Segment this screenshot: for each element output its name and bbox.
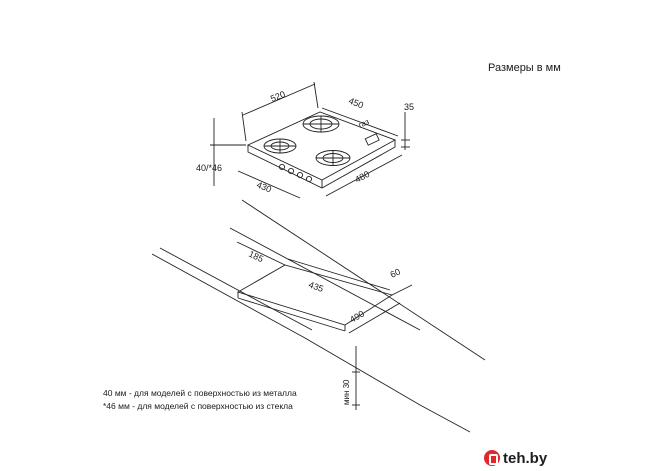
burner-back — [302, 115, 340, 133]
dim-435: 435 — [307, 279, 325, 294]
units-title: Размеры в мм — [488, 62, 561, 74]
burner-right — [315, 150, 351, 166]
note-metal: 40 мм - для моделей с поверхностью из ме… — [103, 388, 297, 398]
countertop-edge — [151, 253, 471, 433]
dim-185: 185 — [247, 249, 265, 264]
gas-label: газ — [357, 117, 371, 130]
dim-480: 480 — [353, 169, 371, 185]
dim-40-46: 40/*46 — [196, 163, 222, 173]
gas-connector — [364, 133, 380, 146]
dim-520: 520 — [269, 89, 287, 104]
dim-490: 490 — [348, 309, 366, 325]
dim-430: 430 — [255, 180, 273, 195]
dim-450: 450 — [347, 96, 365, 111]
dim-min-30: мин 30 — [342, 379, 351, 405]
note-glass: *46 мм - для моделей с поверхностью из с… — [103, 401, 293, 411]
teh-logo-icon — [484, 450, 500, 466]
watermark-text: teh.by — [503, 449, 548, 467]
burner-left — [263, 138, 297, 154]
watermark: teh.by — [484, 448, 624, 468]
dim-35: 35 — [404, 102, 414, 112]
dim-60: 60 — [389, 267, 402, 280]
control-knobs — [278, 163, 313, 183]
